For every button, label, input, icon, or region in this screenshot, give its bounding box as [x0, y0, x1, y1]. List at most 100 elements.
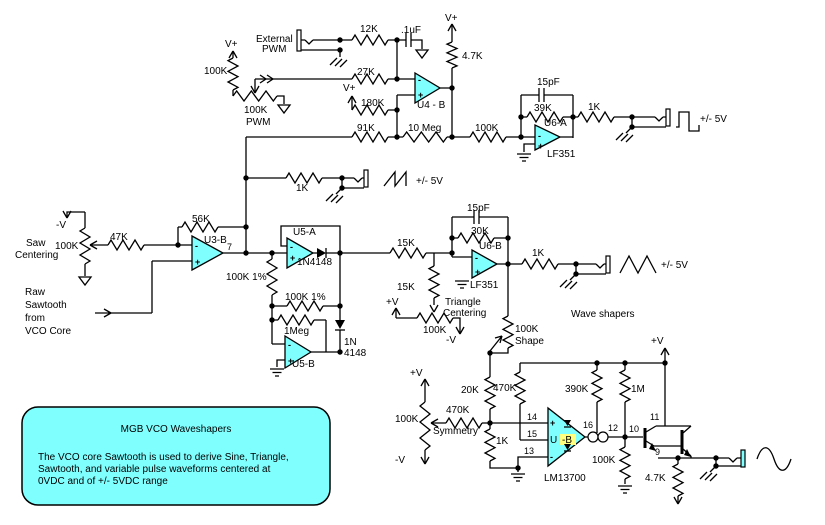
u3b-minus-icon: -	[195, 241, 198, 251]
r100k-series-label: 100K	[204, 66, 228, 77]
triangle-centering-label: Centering	[443, 308, 486, 319]
r47k-label: 47K	[110, 232, 128, 243]
resistor-1k-symmetry	[483, 428, 497, 462]
pot-100k-pwm	[232, 89, 278, 103]
shape-pot-label: Shape	[515, 336, 544, 347]
d1-label: 1N4148	[297, 257, 332, 268]
pin9-label: 9	[655, 447, 660, 457]
sine-output-jack-icon	[740, 449, 746, 468]
input-jack-icon	[296, 29, 302, 52]
r470k-bias-label: 470K	[493, 383, 517, 394]
resistor-390k	[590, 369, 604, 403]
opamp-u4b: - +	[414, 71, 442, 105]
r20k-label: 20K	[461, 385, 479, 396]
r10meg-label: 10 Meg	[408, 123, 441, 134]
lf351-label: LF351	[470, 280, 499, 291]
pin14-label: 14	[527, 412, 537, 422]
waveform-pulse-icon	[676, 111, 700, 132]
ota-lm13700: + U -B -	[547, 406, 609, 468]
r91k-label: 91K	[357, 123, 375, 134]
info-line: 0VDC and of +/- 5VDC range	[38, 476, 168, 487]
cap-15pf-label: 15pF	[467, 203, 490, 214]
r39k-label: 39K	[534, 103, 552, 114]
symmetry-pot-label: 100K	[395, 414, 419, 425]
waveform-saw-icon	[383, 170, 407, 188]
transistor-q2	[680, 430, 691, 457]
pin15-label: 15	[527, 429, 537, 439]
u3b-label: U3-B	[204, 235, 227, 246]
capacitor-input-icon	[405, 33, 412, 47]
r100k-out-label: 100K	[592, 455, 616, 466]
info-line: Sawtooth, and variable pulse waveforms c…	[38, 464, 271, 475]
r1k-symmetry-label: 1K	[496, 436, 509, 447]
opamp-u6a: - +	[534, 123, 562, 152]
u6a-minus-icon: -	[538, 131, 541, 141]
d2-label: 1N	[344, 337, 357, 348]
resistor-20k	[483, 376, 497, 410]
u4b-minus-icon: -	[418, 75, 421, 85]
r1meg-label: 1Meg	[284, 326, 309, 337]
r1k-square-label: 1K	[588, 102, 601, 113]
ground-icon	[699, 471, 718, 482]
info-title: MGB VCO Waveshapers	[121, 424, 232, 435]
saw-level-label: +/- 5V	[416, 176, 443, 187]
r4k7-label: 4.7K	[462, 51, 483, 62]
ground-icon	[559, 279, 578, 290]
opamp-u5b: - +	[284, 334, 313, 370]
plusv-label: +V	[386, 297, 399, 308]
junction-dots	[175, 37, 719, 471]
waveform-triangle-icon	[619, 254, 657, 275]
resistor-15k-sum	[389, 246, 427, 260]
u6b-label: U6-B	[479, 241, 502, 252]
lm13700-label: LM13700	[544, 473, 586, 484]
ground-icon	[615, 132, 634, 143]
pot-wiper-arrow-icon	[429, 304, 439, 313]
d2-label: 4148	[344, 348, 367, 359]
u6a-plus-icon: +	[538, 141, 543, 151]
r30k-label: 30K	[471, 226, 489, 237]
raw-saw-label: Sawtooth	[25, 300, 67, 311]
vplus-label: V+	[343, 83, 356, 94]
u5b-minus-icon: -	[288, 340, 291, 350]
ground-icon	[329, 57, 348, 68]
resistor-91k	[351, 130, 389, 144]
diode-1n4148-a	[317, 248, 327, 258]
cap-input-label: .1uF	[401, 25, 421, 36]
resistor-1k-square	[577, 110, 615, 124]
r27k-label: 27K	[357, 67, 375, 78]
u5b-label: U5-B	[292, 359, 315, 370]
resistor-180k	[351, 103, 389, 117]
r15k-centering-label: 15K	[397, 282, 415, 293]
u4b-label: U4 - B	[417, 100, 446, 111]
lm13700-u-label: U	[550, 435, 557, 446]
info-box: MGB VCO Waveshapers The VCO core Sawtoot…	[21, 406, 331, 506]
raw-saw-label: Raw	[25, 287, 46, 298]
r15k-sum-label: 15K	[397, 238, 415, 249]
resistor-30k	[457, 231, 495, 245]
u4b-plus-icon: +	[418, 90, 423, 100]
pwm-pot-label: 100K	[244, 105, 268, 116]
resistor-1meg	[277, 313, 315, 327]
external-pwm-label: PWM	[262, 44, 286, 55]
resistor-100k-series	[226, 57, 240, 91]
r12k-label: 12K	[360, 24, 378, 35]
r390k-label: 390K	[565, 384, 589, 395]
ground-icon	[516, 153, 532, 162]
plusv-label: +V	[410, 368, 423, 379]
u5b-plus-icon: +	[288, 356, 293, 366]
vplus-label: V+	[445, 13, 458, 24]
lm13700-b-label: -B	[562, 435, 572, 446]
r56k-label: 56K	[192, 214, 210, 225]
resistor-1k-triangle	[521, 257, 559, 271]
waveform-sine-icon	[756, 447, 792, 471]
pin13-label: 13	[524, 446, 534, 456]
ground-icon	[510, 473, 526, 482]
triangle-centering-label: Triangle	[445, 297, 481, 308]
pot-100k-triangle-centering	[416, 311, 454, 325]
r470k-symmetry-label: 470K	[446, 405, 470, 416]
buffer-stage-icon	[587, 431, 599, 443]
r4k7-sine-label: 4.7K	[645, 473, 666, 484]
resistor-27k	[351, 72, 389, 86]
minusv-label: -V	[446, 335, 456, 346]
